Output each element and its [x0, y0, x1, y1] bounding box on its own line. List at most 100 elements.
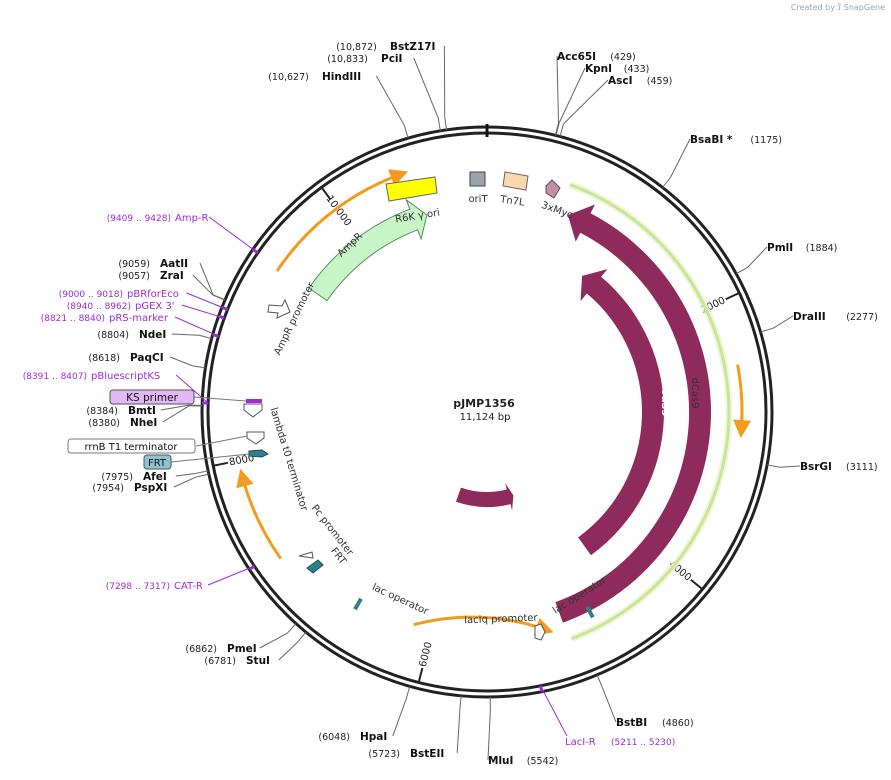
site-leader	[192, 274, 214, 296]
site-position: (4860)	[662, 718, 694, 729]
label-laciq-promoter: lacIq promoter	[464, 613, 539, 627]
feature-ampr-promoter	[267, 298, 291, 319]
primer-range: (8391 .. 8407)	[23, 372, 87, 382]
site-tick	[212, 294, 226, 301]
site-position: (6048)	[318, 732, 350, 743]
site-tick	[286, 623, 297, 634]
site-position: (7975)	[101, 472, 133, 483]
leader-ks-primer	[193, 396, 247, 402]
site-leader	[160, 404, 190, 411]
site-name: NheI	[130, 417, 157, 429]
tick-mark	[417, 667, 424, 683]
primer-range: (8821 .. 8840)	[41, 314, 105, 324]
label-lambda-t0: lambda t0 terminator	[267, 406, 309, 513]
site-pcii: PciI(10,833)	[327, 53, 402, 65]
feature-orit	[469, 171, 486, 187]
label-plasmid-size: 11,124 bp	[460, 412, 511, 423]
site-leader	[413, 57, 439, 119]
primer-range: (9000 .. 9018)	[59, 290, 123, 300]
site-leader	[601, 686, 617, 723]
orf-orange-cat	[236, 468, 282, 560]
primer-name: Amp-R	[175, 213, 209, 224]
label-frt-box: FRT	[148, 458, 167, 469]
site-position: (459)	[647, 76, 673, 87]
tick-label: 8000	[228, 453, 255, 469]
label-plasmid-name: pJMP1356	[453, 397, 515, 410]
feature-pc-promoter	[298, 551, 314, 559]
primer-leader	[181, 304, 225, 319]
feature-ampr-arrow	[308, 198, 428, 302]
site-bmti: BmtI(8384)	[86, 405, 155, 417]
site-name: ZraI	[160, 270, 184, 282]
site-leader	[169, 356, 193, 367]
site-name: StuI	[246, 655, 270, 667]
site-asci: AscI (459)	[608, 75, 672, 87]
site-kpni: KpnI(433)	[585, 63, 649, 75]
site-leader	[173, 476, 197, 488]
leader-frt-box	[170, 453, 250, 463]
site-leader	[375, 75, 405, 126]
site-leader	[392, 698, 407, 737]
site-leader	[162, 405, 190, 423]
box-frt	[143, 454, 172, 470]
site-bstz17i: BstZ17I(10,872)	[336, 41, 435, 53]
primer-name: pBluescriptKS	[91, 371, 160, 382]
primer-leader	[208, 216, 259, 254]
orf-orange-laci	[413, 615, 554, 635]
label-lac-operator-left: lac operator	[370, 582, 430, 618]
site-position: (5723)	[368, 749, 400, 760]
primer-range: (5211 .. 5230)	[611, 738, 675, 748]
site-name: PspXI	[134, 482, 167, 494]
feature-3xmyc	[545, 179, 561, 199]
site-hindiii: HindIII(10,627)	[268, 71, 361, 83]
site-name: AfeI	[143, 471, 167, 483]
site-position: (5542)	[527, 756, 559, 767]
orf-green-dcas9-halo	[568, 181, 733, 642]
primer-catr: CAT-R(7298 .. 7317)	[106, 581, 203, 592]
box-rrnb-t1	[67, 438, 196, 454]
site-pmei: PmeI(6862)	[185, 643, 256, 655]
primer-ampr: Amp-R(9409 .. 9428)	[107, 213, 209, 224]
site-name: AscI	[608, 75, 633, 87]
site-leader	[487, 709, 491, 761]
site-tick	[559, 123, 564, 137]
snapgene-credit: Created by ⟟ SnapGene	[791, 2, 885, 13]
feature-dcas9-arrow	[555, 204, 711, 623]
site-tick	[403, 125, 409, 139]
site-pmli: PmlI(1884)	[767, 242, 837, 254]
site-nhei: NheI (8380)	[88, 417, 157, 429]
site-leader	[563, 79, 609, 125]
site-leader	[556, 55, 560, 123]
site-position: (3111)	[846, 462, 878, 473]
orf-orange-amp	[275, 169, 409, 272]
tick-mark	[320, 186, 332, 201]
site-afei: AfeI (7975)	[101, 471, 166, 483]
primer-pbrforeco: pBRforEco (9000 .. 9018)	[59, 289, 179, 300]
site-tick	[405, 686, 411, 699]
site-position: (10,627)	[268, 72, 309, 83]
site-leader	[772, 315, 794, 329]
site-bsteii: BstEII(5723)	[368, 748, 444, 760]
site-mlui: MluI(5542)	[488, 755, 558, 767]
site-tick	[192, 365, 206, 369]
primer-name: pRS-marker	[109, 313, 169, 324]
site-name: PmlI	[767, 242, 793, 254]
feature-frt-upper	[248, 449, 269, 458]
site-name: PmeI	[227, 643, 257, 655]
primer-name: pGEX 3'	[135, 301, 175, 312]
feature-lac-operator-right	[585, 605, 595, 619]
primer-name: pBRforEco	[127, 289, 179, 300]
site-tick	[735, 266, 748, 275]
site-position: (8380)	[88, 418, 120, 429]
site-position: (429)	[610, 52, 636, 63]
primers-layer: Amp-R(9409 .. 9428) pBRforEco (9000 .. 901…	[23, 213, 676, 748]
site-position: (1175)	[750, 135, 782, 146]
primer-range: (8940 .. 8962)	[67, 302, 131, 312]
site-tick	[444, 116, 448, 130]
primer-pgex3: pGEX 3' (8940 .. 8962)	[67, 301, 175, 312]
feature-laciq-promoter	[534, 623, 546, 641]
site-name: BstBI	[616, 717, 647, 729]
site-paqci: PaqCI(8618)	[88, 352, 163, 364]
site-tick	[555, 122, 560, 136]
site-leader	[779, 465, 801, 468]
